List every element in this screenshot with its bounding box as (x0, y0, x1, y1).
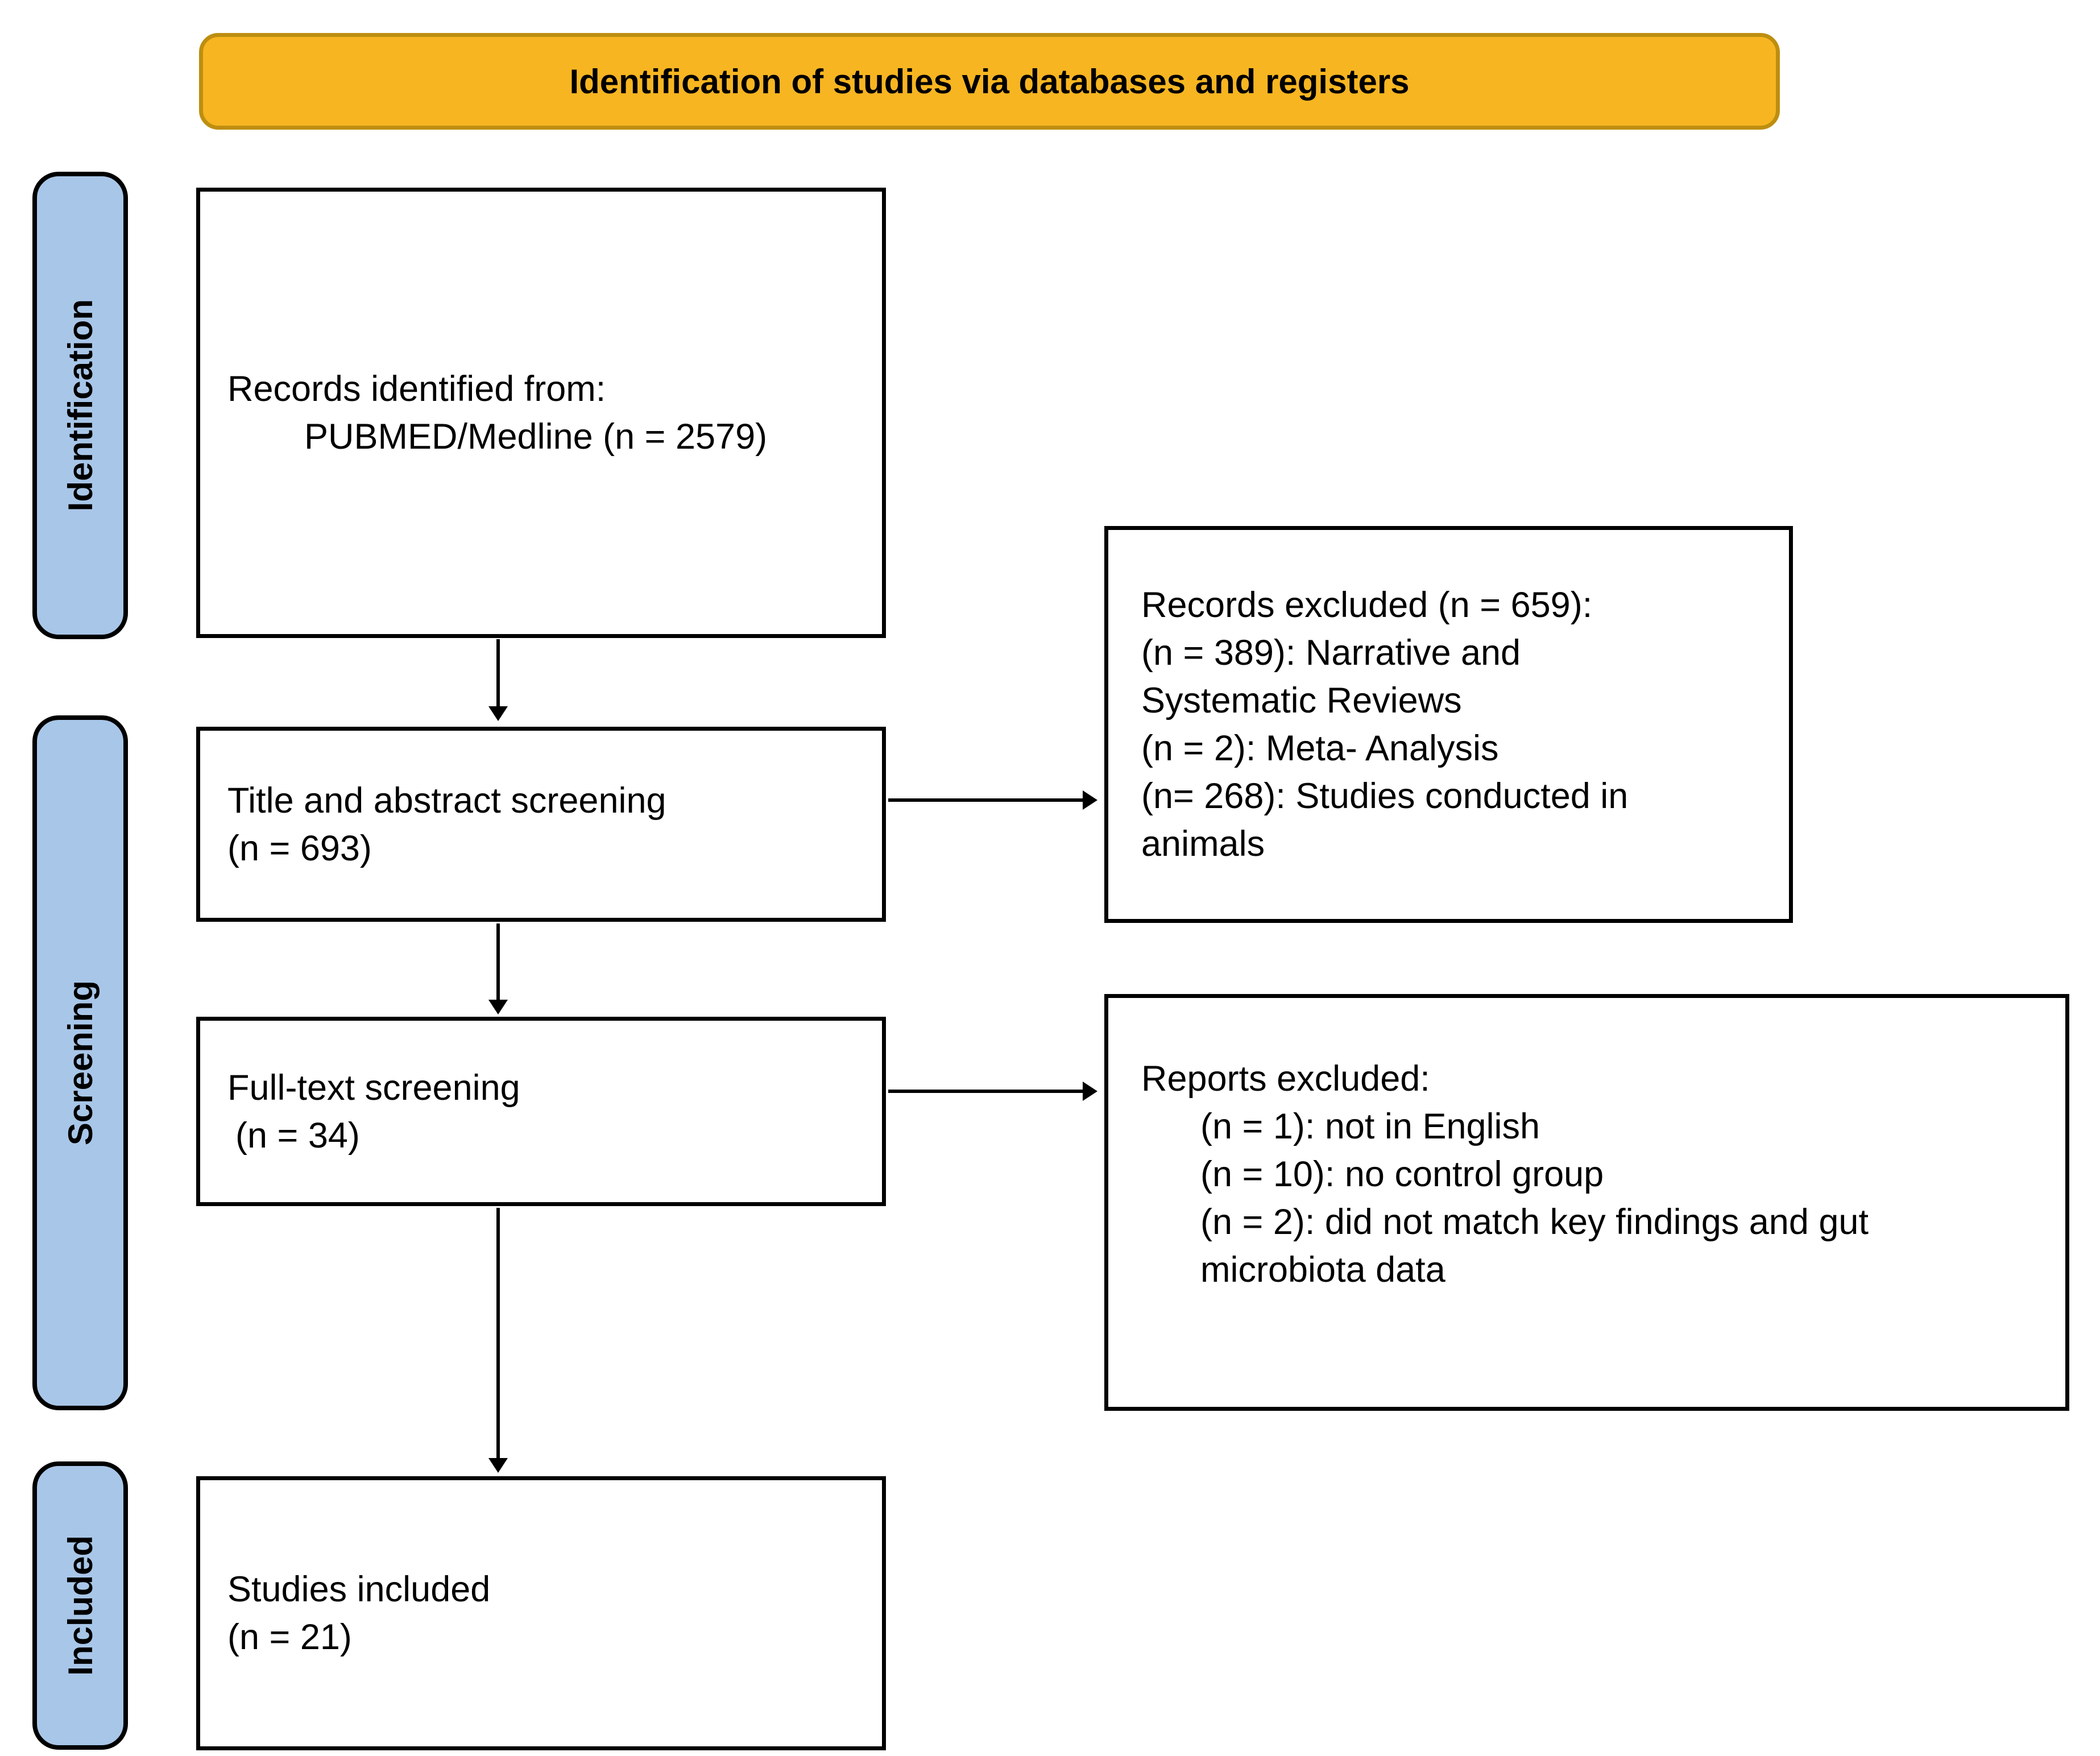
full-text-line-2: (n = 34) (235, 1115, 360, 1156)
stage-label-included: Included (32, 1461, 128, 1750)
reports-excluded-item-1: (n = 1): not in English (1200, 1107, 1540, 1146)
title-banner: Identification of studies via databases … (199, 33, 1780, 130)
records-excluded-box: Records excluded (n = 659): (n = 389): N… (1104, 526, 1793, 923)
arrowhead-down-icon (488, 1458, 508, 1473)
records-identified-line-2: PUBMED/Medline (n = 2579) (304, 417, 768, 457)
stage-label-screening-text: Screening (61, 980, 100, 1146)
records-identified-line-1: Records identified from: (227, 369, 606, 409)
arrow-title-abstract-to-full-text (488, 923, 508, 1014)
arrowhead-down-icon (488, 706, 508, 721)
records-excluded-line-2: (n = 389): Narrative and (1141, 633, 1521, 673)
arrow-identified-to-title-abstract (488, 639, 508, 721)
studies-included-line-1: Studies included (227, 1569, 491, 1609)
arrow-shaft (496, 639, 500, 707)
records-excluded-line-6: animals (1141, 824, 1265, 864)
full-text-screening-box: Full-text screening (n = 34) (196, 1017, 886, 1206)
arrow-full-text-to-studies-included (488, 1208, 508, 1473)
stage-label-identification: Identification (32, 172, 128, 639)
stage-label-screening: Screening (32, 715, 128, 1410)
records-excluded-line-1: Records excluded (n = 659): (1141, 585, 1593, 625)
records-excluded-line-5: (n= 268): Studies conducted in (1141, 776, 1629, 816)
full-text-line-1: Full-text screening (227, 1067, 520, 1108)
reports-excluded-item-2: (n = 10): no control group (1200, 1154, 1604, 1194)
arrow-shaft (496, 1208, 500, 1459)
arrowhead-right-icon (1083, 790, 1097, 810)
arrow-shaft (496, 923, 500, 1001)
arrowhead-down-icon (488, 1000, 508, 1014)
studies-included-box: Studies included (n = 21) (196, 1476, 886, 1750)
arrow-shaft (888, 1090, 1084, 1093)
stage-label-identification-text: Identification (61, 299, 100, 512)
studies-included-line-2: (n = 21) (227, 1617, 352, 1657)
title-abstract-screening-box: Title and abstract screening (n = 693) (196, 727, 886, 922)
arrow-title-abstract-to-records-excluded (888, 790, 1097, 810)
arrow-shaft (888, 798, 1084, 802)
reports-excluded-item-3: (n = 2): did not match key findings and … (1200, 1202, 1869, 1290)
title-abstract-line-1: Title and abstract screening (227, 780, 666, 821)
reports-excluded-box: Reports excluded: (n = 1): not in Englis… (1104, 994, 2069, 1411)
arrowhead-right-icon (1083, 1082, 1097, 1101)
stage-label-included-text: Included (61, 1535, 100, 1676)
records-excluded-line-4: (n = 2): Meta- Analysis (1141, 728, 1499, 768)
records-excluded-line-3: Systematic Reviews (1141, 681, 1462, 720)
records-identified-box: Records identified from: PUBMED/Medline … (196, 188, 886, 638)
arrow-full-text-to-reports-excluded (888, 1082, 1097, 1101)
reports-excluded-title: Reports excluded: (1141, 1059, 1430, 1099)
title-banner-label: Identification of studies via databases … (569, 62, 1410, 101)
title-abstract-line-2: (n = 693) (227, 828, 372, 868)
